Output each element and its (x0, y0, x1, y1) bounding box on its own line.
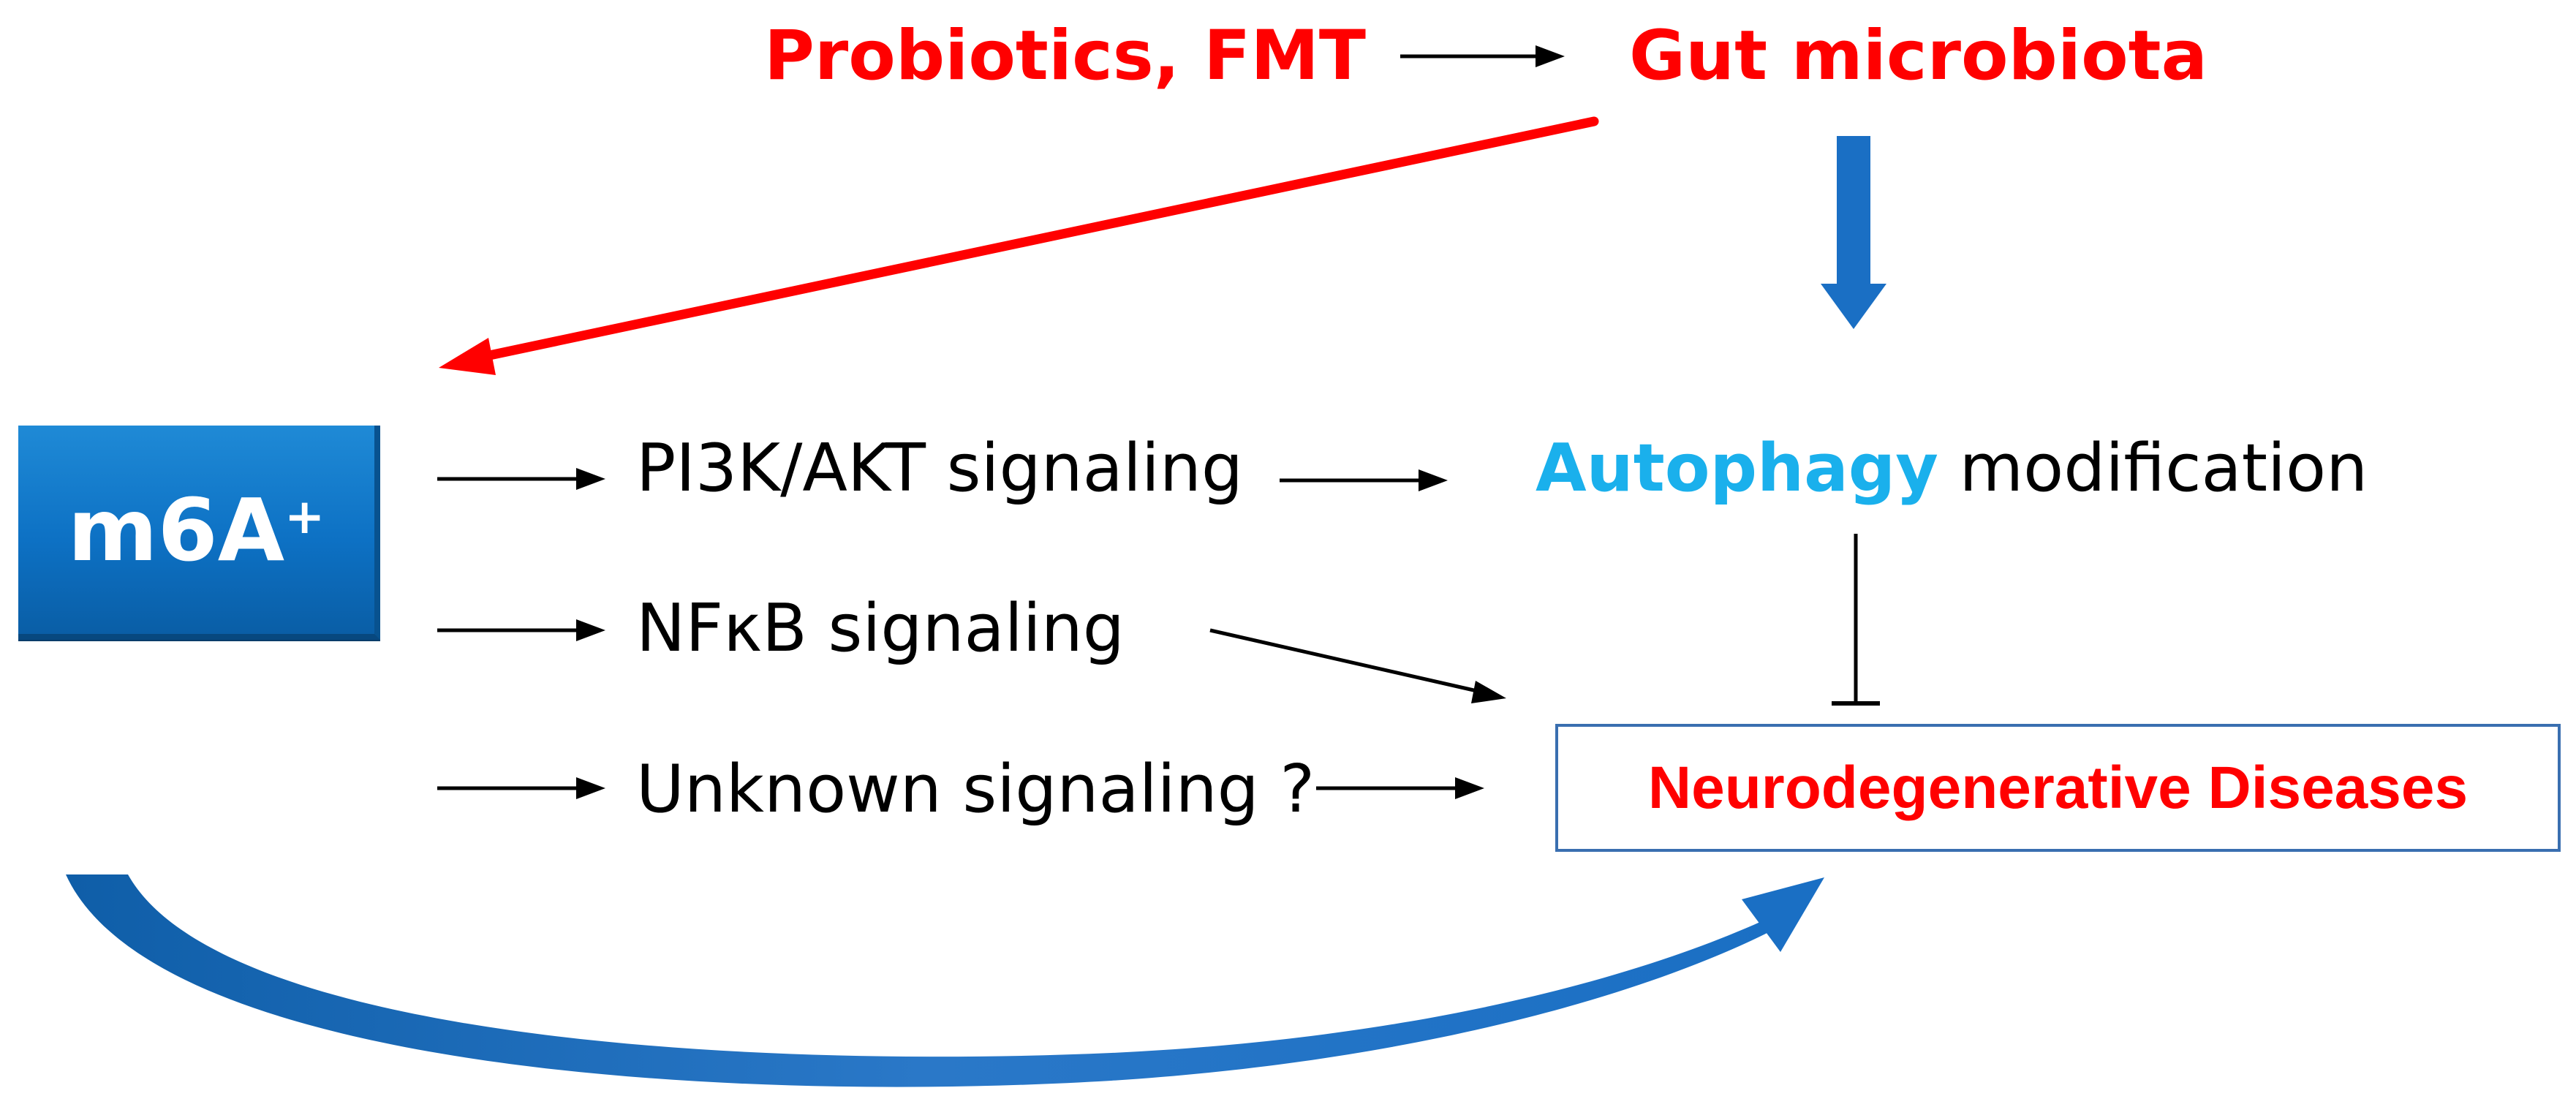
probiotics-to-microbiota-arrow (1400, 45, 1565, 67)
probiotics-fmt-label: Probiotics, FMT (764, 16, 1367, 96)
m6a-to-nfkb-arrow (437, 619, 605, 641)
unknown-signaling-label: Unknown signaling ? (636, 751, 1315, 828)
neurodegenerative-diseases-label: Neurodegenerative Diseases (1647, 754, 2469, 821)
m6a-to-unknown-arrow (437, 777, 605, 799)
m6a-to-pi3k-arrow (437, 468, 605, 490)
unknown-to-disease-arrow (1316, 777, 1484, 799)
m6a-to-disease-curved-arrow (66, 874, 1824, 1087)
modification-word: modification (1938, 430, 2368, 507)
m6a-label: m6A+ (18, 426, 374, 634)
pi3k-akt-signaling-label: PI3K/AKT signaling (636, 430, 1243, 507)
microbiota-to-autophagy-arrow (1821, 136, 1886, 329)
m6a-text: m6A (67, 479, 285, 581)
microbiota-to-m6a-arrow (439, 116, 1599, 375)
m6a-box: m6A+ (18, 426, 380, 640)
nfkb-signaling-label: NFκB signaling (636, 590, 1125, 667)
pi3k-to-autophagy-arrow (1280, 469, 1448, 491)
autophagy-modification-label: Autophagy modification (1536, 436, 2368, 502)
nfkb-to-disease-arrow (1209, 628, 1506, 703)
m6a-superscript: + (284, 488, 325, 545)
gut-microbiota-label: Gut microbiota (1629, 16, 2208, 96)
neurodegenerative-diseases-box: Neurodegenerative Diseases (1555, 724, 2561, 852)
autophagy-inhibits-disease-line (1832, 534, 1880, 706)
autophagy-word: Autophagy (1536, 430, 1938, 507)
